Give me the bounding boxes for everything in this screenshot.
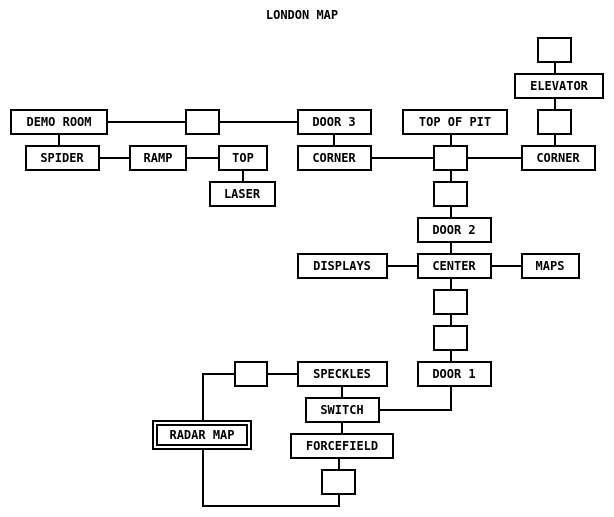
node-label: RADAR MAP [169,428,234,442]
node-top-of-pit[interactable]: TOP OF PIT [402,109,508,135]
node-radar-map-current[interactable]: RADAR MAP [152,420,252,450]
node-elevator-bottom[interactable] [537,109,572,135]
edge-door-1-switch [379,386,452,411]
node-speckles[interactable]: SPECKLES [297,361,388,387]
node-hall-c[interactable] [433,325,468,351]
node-hall-d[interactable] [234,361,268,387]
node-ramp[interactable]: RAMP [129,145,187,171]
node-label: DEMO ROOM [26,115,91,129]
node-label: SWITCH [320,403,363,417]
edges [58,62,556,507]
node-label: ELEVATOR [530,79,589,93]
node-label: CORNER [536,151,580,165]
node-label: SPECKLES [313,367,371,381]
nodes: DEMO ROOM DOOR 3 SPIDER RAMP TOP LASER C [10,37,604,495]
node-center[interactable]: CENTER [417,253,492,279]
node-top[interactable]: TOP [218,145,268,171]
node-label: CORNER [312,151,356,165]
node-door-3[interactable]: DOOR 3 [297,109,372,135]
node-pit-below[interactable] [433,181,468,207]
node-label: RAMP [144,151,173,165]
node-elevator-top[interactable] [537,37,572,63]
node-label: DOOR 3 [312,115,355,129]
node-hall-b[interactable] [433,289,468,315]
edge-hall-d-radar-map [202,373,235,421]
node-label: DOOR 1 [432,367,475,381]
node-demo-room[interactable]: DEMO ROOM [10,109,108,135]
node-elevator[interactable]: ELEVATOR [514,73,604,99]
node-forcefield[interactable]: FORCEFIELD [290,433,394,459]
node-corner-left[interactable]: CORNER [297,145,372,171]
node-switch[interactable]: SWITCH [305,397,380,423]
edge-radar-map-hall-e [202,449,340,507]
node-laser[interactable]: LASER [209,181,276,207]
node-label: DISPLAYS [313,259,371,273]
node-label: CENTER [432,259,476,273]
node-corner-right[interactable]: CORNER [521,145,596,171]
node-displays[interactable]: DISPLAYS [297,253,388,279]
node-label: MAPS [536,259,565,273]
node-spider[interactable]: SPIDER [25,145,100,171]
node-maps[interactable]: MAPS [521,253,580,279]
node-door-2[interactable]: DOOR 2 [417,217,492,243]
node-label: TOP OF PIT [419,115,491,129]
node-label: LASER [224,187,261,201]
node-pit-junction[interactable] [433,145,468,171]
node-hall-e[interactable] [321,469,356,495]
node-door-1[interactable]: DOOR 1 [417,361,492,387]
node-hall-a[interactable] [185,109,220,135]
map-title: LONDON MAP [266,8,338,22]
node-label: FORCEFIELD [306,439,378,453]
node-label: SPIDER [40,151,84,165]
node-label: TOP [232,151,254,165]
node-label: DOOR 2 [432,223,475,237]
